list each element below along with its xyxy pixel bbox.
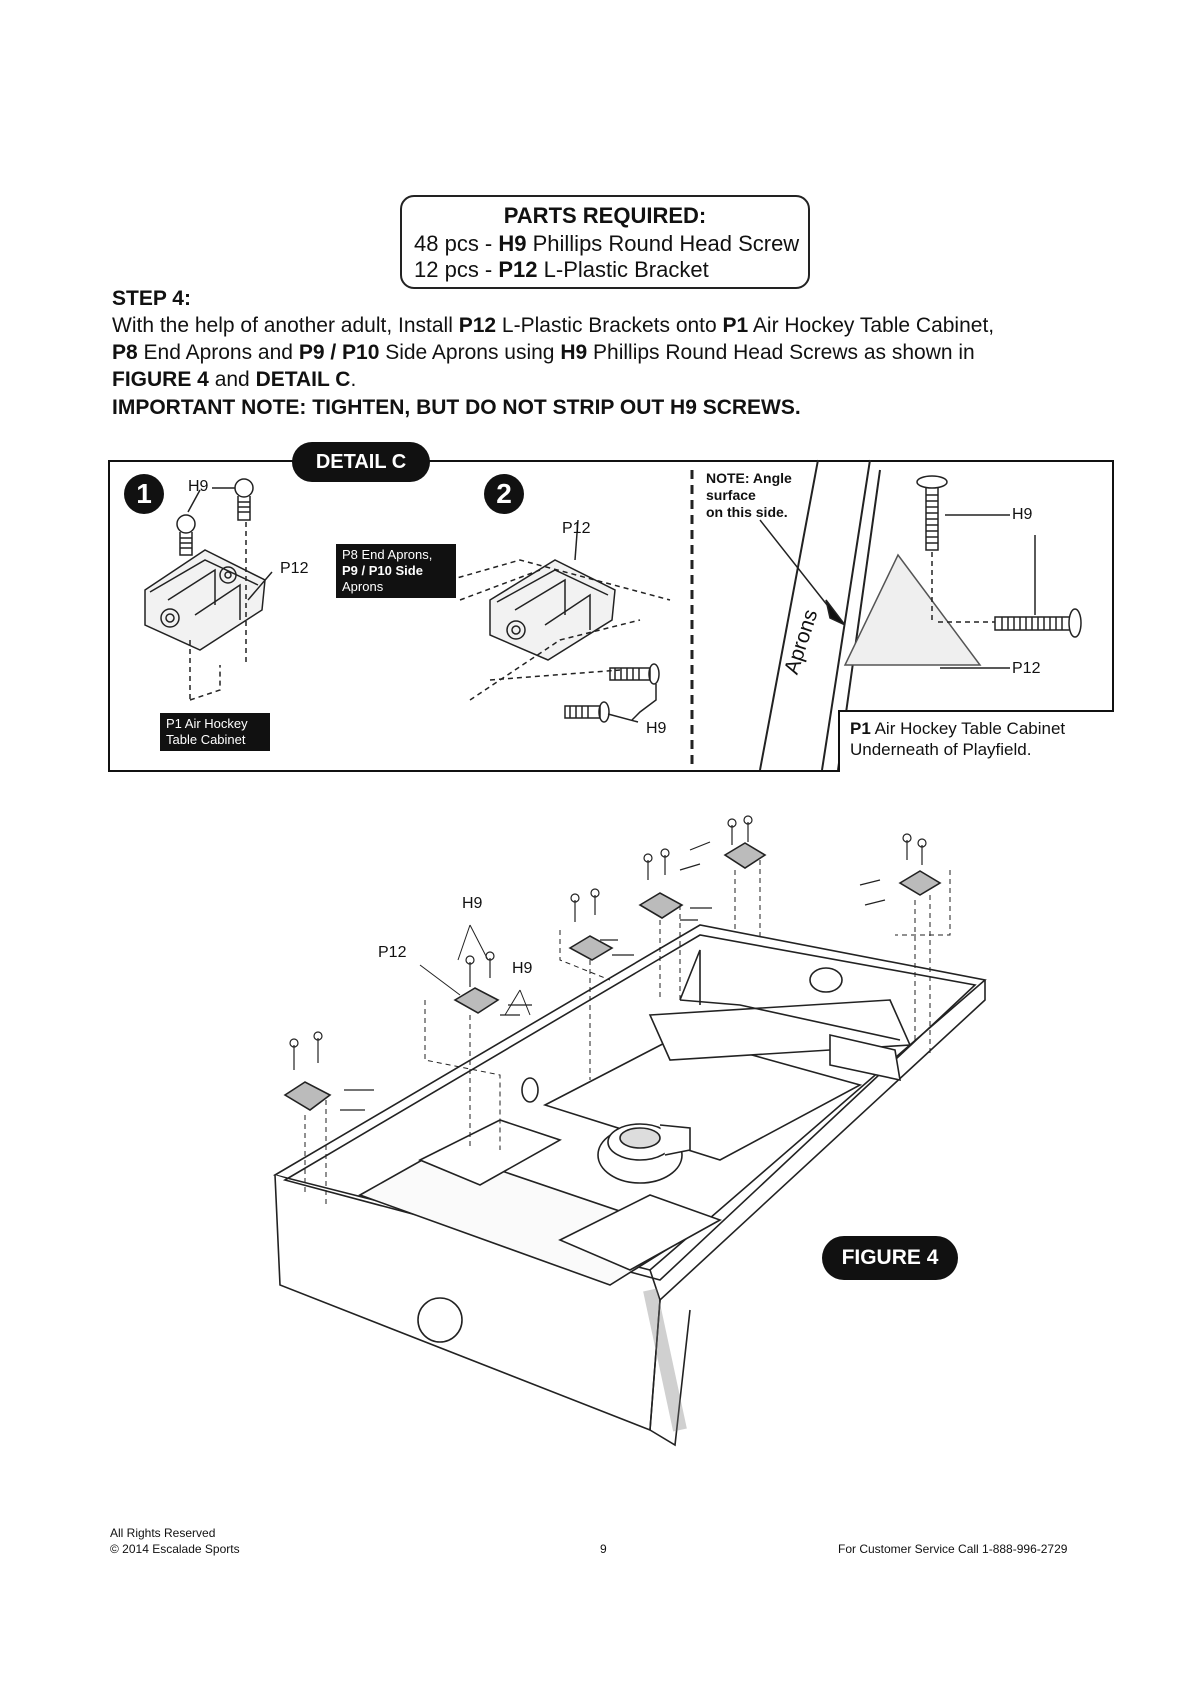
text: Air Hockey Table Cabinet,	[748, 314, 995, 337]
text: Side Aprons using	[379, 341, 561, 364]
parts-line-screws: 48 pcs - H9 Phillips Round Head Screw	[414, 231, 799, 257]
parts-desc: L-Plastic Bracket	[537, 257, 709, 282]
figure-h9-label-top: H9	[462, 895, 483, 912]
page-number: 9	[600, 1542, 607, 1556]
label-line: P1 Air Hockey	[166, 716, 248, 731]
note-line: surface	[706, 487, 756, 503]
text: End Aprons and	[137, 341, 299, 364]
part-code: P1	[722, 314, 749, 337]
note-line: on this side.	[706, 504, 788, 520]
step-1-badge: 1	[124, 474, 164, 514]
important-note: IMPORTANT NOTE: TIGHTEN, BUT DO NOT STRI…	[112, 396, 801, 419]
part-code: P12	[458, 314, 497, 337]
text: and	[208, 368, 256, 391]
parts-qty: 12 pcs -	[414, 257, 499, 282]
text: Phillips Round Head Screws as shown in	[587, 341, 975, 364]
apron-section-drawing	[759, 459, 1082, 771]
cabinet-line-1: P1 Air Hockey Table Cabinet	[850, 718, 1104, 739]
bracket-1-drawing	[144, 478, 273, 701]
bracket-2-drawing	[449, 519, 671, 723]
parts-required-box: PARTS REQUIRED: 48 pcs - H9 Phillips Rou…	[400, 195, 810, 289]
parts-desc: Phillips Round Head Screw	[526, 231, 800, 256]
h9-label-3: H9	[1012, 506, 1033, 523]
figure-4-drawing	[272, 815, 987, 1447]
parts-code: H9	[498, 231, 527, 256]
figure-p12-label: P12	[378, 944, 407, 961]
part-code: H9	[560, 341, 588, 364]
footer-service: For Customer Service Call 1-888-996-2729	[838, 1542, 1068, 1556]
text: Air Hockey Table Cabinet	[870, 719, 1066, 738]
step-line-3: FIGURE 4 and DETAIL C.	[112, 368, 356, 392]
part-code: P1	[850, 719, 871, 738]
part-code: P9 / P10	[298, 341, 380, 364]
text: L-Plastic Brackets onto	[496, 314, 723, 337]
label-line: Table Cabinet	[166, 732, 246, 747]
label-line: Aprons	[342, 579, 384, 594]
label-line: P9 / P10 Side	[342, 563, 423, 578]
figure-4-badge: FIGURE 4	[822, 1236, 958, 1280]
text: With the help of another adult, Install	[112, 314, 459, 337]
p12-label-1: P12	[280, 560, 309, 577]
aprons-label: P8 End Aprons, P9 / P10 Side Aprons	[336, 544, 456, 598]
step-line-1: With the help of another adult, Install …	[112, 314, 994, 338]
step-title: STEP 4:	[112, 287, 191, 310]
p1-cabinet-label: P1 Air Hockey Table Cabinet	[160, 713, 270, 751]
cabinet-line-2: Underneath of Playfield.	[850, 740, 1032, 759]
parts-title: PARTS REQUIRED:	[503, 203, 707, 228]
step-line-2: P8 End Aprons and P9 / P10 Side Aprons u…	[112, 341, 975, 365]
note-line: NOTE: Angle	[706, 470, 792, 486]
figure-h9-label-mid: H9	[512, 960, 533, 977]
parts-line-brackets: 12 pcs - P12 L-Plastic Bracket	[414, 257, 709, 283]
detail-c-panel	[108, 460, 1114, 772]
parts-code: P12	[498, 257, 538, 282]
angle-note: NOTE: Angle surface on this side.	[706, 470, 806, 521]
footer-copyright: © 2014 Escalade Sports	[110, 1542, 240, 1556]
detail-ref: DETAIL C	[255, 368, 351, 391]
detail-c-badge: DETAIL C	[292, 442, 430, 482]
h9-label-2: H9	[646, 720, 667, 737]
label-line: P8 End Aprons,	[342, 547, 433, 562]
p12-label-3: P12	[1012, 660, 1041, 677]
part-code: P8	[112, 341, 138, 364]
h9-label-1: H9	[188, 478, 209, 495]
figure-ref: FIGURE 4	[112, 368, 209, 391]
footer-rights: All Rights Reserved	[110, 1526, 216, 1540]
cabinet-underneath-label: P1 Air Hockey Table Cabinet Underneath o…	[838, 710, 1114, 772]
p12-label-2: P12	[562, 520, 591, 537]
step-2-badge: 2	[484, 474, 524, 514]
parts-qty: 48 pcs -	[414, 231, 499, 256]
text: .	[350, 368, 357, 391]
